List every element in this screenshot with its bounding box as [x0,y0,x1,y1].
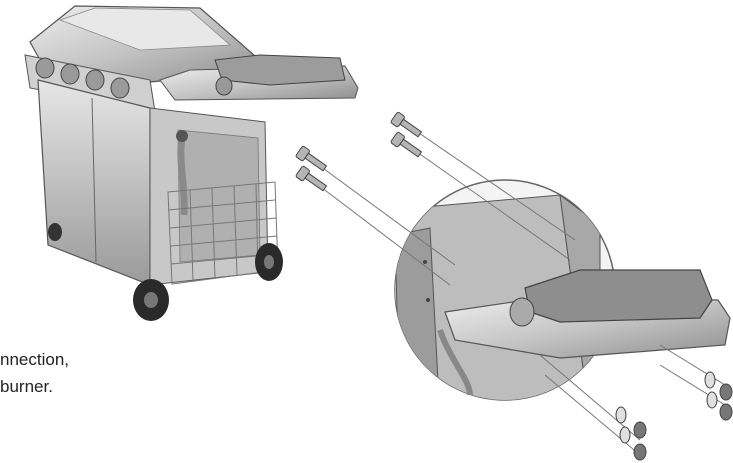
grill-cart [24,5,359,321]
control-knobs [35,57,130,99]
assembly-bolts [295,111,423,192]
detail-magnifier [394,179,731,401]
cart-wheels [48,223,283,321]
detail-burner-lid [524,269,713,323]
side-burner-lid [214,54,346,86]
washers-and-nuts [615,371,733,461]
assembly-guide-lines [304,119,726,456]
caption-line-2: burner. [0,377,53,396]
caption-line-1: nnection, [0,350,69,369]
